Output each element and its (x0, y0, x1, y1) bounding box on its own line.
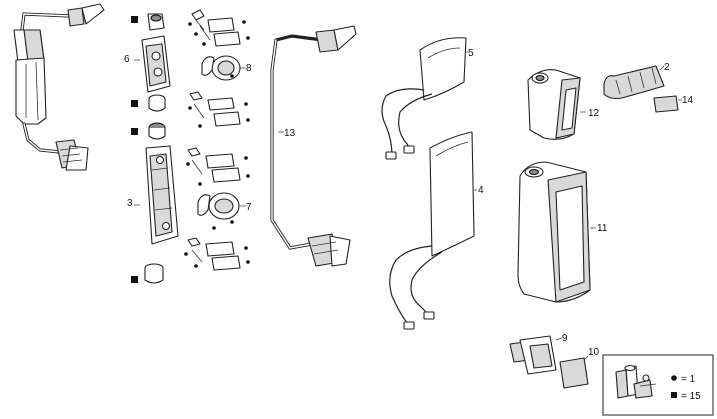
large-mirror-glass (389, 131, 477, 330)
support-rod (270, 25, 357, 267)
pad-part (653, 95, 682, 113)
callout-3: 3 (127, 198, 133, 209)
legend-square-icon (671, 392, 677, 398)
callout-12: 12 (588, 108, 600, 119)
clamp-group-top (188, 9, 250, 47)
column-seals (131, 13, 179, 284)
gasket-part (509, 335, 563, 375)
legend-dot-label: = 1 (681, 374, 696, 385)
callout-8: 8 (246, 63, 252, 74)
small-mirror-glass (381, 37, 468, 160)
callout-10: 10 (588, 347, 600, 358)
clamp-group-middle (188, 91, 250, 128)
callout-9: 9 (562, 333, 568, 344)
callout-13: 13 (284, 128, 296, 139)
callout-11: 11 (597, 223, 608, 234)
mirror-assembly-complete (13, 3, 105, 171)
small-mirror-housing (527, 69, 586, 140)
cover-part (603, 65, 665, 100)
square-marker (131, 16, 138, 23)
callout-6: 6 (124, 54, 130, 65)
pad-part-10 (559, 355, 589, 389)
clamp-group-bottom (184, 237, 250, 271)
legend-box: = 1 = 15 (602, 354, 714, 416)
legend-hardware-sketch (615, 364, 657, 399)
legend-square-label: = 15 (681, 391, 701, 402)
square-marker (131, 128, 138, 135)
square-marker (131, 276, 138, 283)
large-mirror-housing (517, 161, 596, 303)
callout-5: 5 (468, 48, 474, 59)
square-marker (131, 100, 138, 107)
clamp-group-lower (186, 147, 250, 186)
callout-7: 7 (246, 202, 252, 213)
legend-dot-icon (671, 375, 677, 381)
column-hardware (184, 9, 250, 271)
callout-4: 4 (478, 185, 484, 196)
callout-2: 2 (664, 62, 670, 73)
callout-14: 14 (682, 95, 694, 106)
